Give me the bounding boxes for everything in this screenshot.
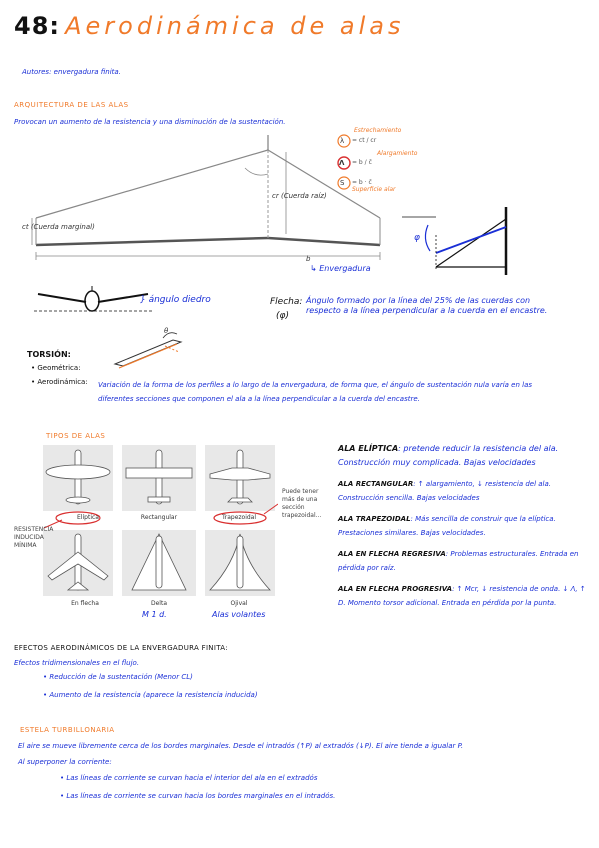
dihedral-diagram xyxy=(34,286,152,312)
Lambda-symbol: Λ xyxy=(339,159,345,167)
cuerda-raiz-label: cr (Cuerda raíz) xyxy=(272,192,327,201)
formula-3: = b · c̄ xyxy=(352,179,372,186)
lambda-symbol: λ xyxy=(340,137,345,145)
plane-label-rectangular: Rectangular xyxy=(140,514,178,521)
desc-rectangular-name: ALA RECTANGULAR xyxy=(338,480,414,488)
plane-label-trapezoidal: Trapezoidal xyxy=(221,514,257,521)
twist-diagram xyxy=(113,332,183,369)
flecha-symbol: (φ) xyxy=(276,311,289,321)
b-symbol: b xyxy=(306,255,311,263)
cr-symbol: cr xyxy=(272,192,279,200)
desc-eliptica-text: : pretende reducir la resistencia del al… xyxy=(338,444,559,467)
estela-heading: ESTELA TURBILLONARIA xyxy=(20,726,115,734)
S-symbol: S xyxy=(340,179,345,187)
plane-label-eliptica: Elíptica xyxy=(77,514,99,521)
alargamiento-label: Alargamiento xyxy=(377,150,418,157)
envergadura-label: ↳ Envergadura xyxy=(310,264,371,273)
plane-label-ojival: Ojival xyxy=(230,600,248,607)
phi-symbol: φ xyxy=(414,233,420,243)
cuerda-raiz-text: (Cuerda raíz) xyxy=(280,192,327,200)
ct-symbol: ct xyxy=(22,223,29,231)
torsion-heading: TORSIÓN: xyxy=(27,350,71,359)
estela-line-1: El aire se mueve libremente cerca de los… xyxy=(18,742,464,750)
flecha-label: Flecha: xyxy=(270,297,303,307)
title-number: 48: xyxy=(14,12,60,40)
arquitectura-heading: ARQUITECTURA DE LAS ALAS xyxy=(14,101,129,109)
torsion-aerodinamica-label: • Aerodinámica: xyxy=(31,378,88,386)
superficie-label: Superficie alar xyxy=(352,186,396,193)
md-label: M 1 d. xyxy=(142,610,167,619)
desc-eliptica: ALA ELÍPTICA: pretende reducir la resist… xyxy=(338,442,588,470)
estela-line-2: Al superponer la corriente: xyxy=(18,758,112,766)
wing-descriptions: ALA ELÍPTICA: pretende reducir la resist… xyxy=(338,442,588,610)
desc-flecha-progresiva-text: : ↑ Mcr, ↓ resistencia de onda. ↓ Λ, ↑ D… xyxy=(338,585,586,607)
formula-2: = b / c̄ xyxy=(352,159,372,166)
formula-circles xyxy=(337,134,351,190)
desc-flecha-progresiva-name: ALA EN FLECHA PROGRESIVA xyxy=(338,585,453,593)
theta-symbol: θ xyxy=(164,327,169,335)
resistencia-note: RESISTENCIA INDUCIDA MÍNIMA xyxy=(14,526,54,549)
trapezoidal-note: Puede tener más de una sección trapezoid… xyxy=(282,488,322,519)
desc-flecha-regresiva: ALA EN FLECHA REGRESIVA: Problemas estru… xyxy=(338,547,588,575)
arquitectura-intro: Provocan un aumento de la resistencia y … xyxy=(14,118,286,126)
desc-flecha-progresiva: ALA EN FLECHA PROGRESIVA: ↑ Mcr, ↓ resis… xyxy=(338,582,588,610)
efectos-sub: Efectos tridimensionales en el flujo. xyxy=(14,659,140,667)
formula-1: = ct / cr xyxy=(352,137,377,144)
desc-flecha-regresiva-text: : Problemas estructurales. Entrada en pé… xyxy=(338,550,579,572)
alas-volantes-label: Alas volantes xyxy=(212,610,266,619)
autores-note: Autores: envergadura finita. xyxy=(22,68,121,76)
desc-trapezoidal-name: ALA TRAPEZOIDAL xyxy=(338,515,411,523)
flecha-text: Ángulo formado por la línea del 25% de l… xyxy=(306,296,548,315)
torsion-aerodinamica-text: Variación de la forma de los perfiles a … xyxy=(98,381,533,403)
efectos-item-1: • Reducción de la sustentación (Menor CL… xyxy=(43,673,193,681)
plane-label-delta: Delta xyxy=(150,600,167,607)
torsion-geometrica: • Geométrica: xyxy=(31,364,81,372)
efectos-heading: EFECTOS AERODINÁMICOS DE LA ENVERGADURA … xyxy=(14,644,228,652)
cuerda-marginal-text: (Cuerda marginal) xyxy=(30,223,95,231)
desc-trapezoidal-text: : Más sencilla de construir que la elípt… xyxy=(338,515,556,537)
diedro-label: } ángulo diedro xyxy=(140,295,211,305)
desc-rectangular-text: : ↑ alargamiento, ↓ resistencia del ala.… xyxy=(338,480,552,502)
efectos-item-2: • Aumento de la resistencia (aparece la … xyxy=(43,691,258,699)
wing-types-figure xyxy=(43,445,278,596)
desc-trapezoidal: ALA TRAPEZOIDAL: Más sencilla de constru… xyxy=(338,512,588,540)
estela-item-2: • Las líneas de corriente se curvan haci… xyxy=(60,792,336,800)
desc-rectangular: ALA RECTANGULAR: ↑ alargamiento, ↓ resis… xyxy=(338,477,588,505)
title-text: Aerodinámica de alas xyxy=(65,12,405,40)
cuerda-marginal-label: ct (Cuerda marginal) xyxy=(22,223,95,232)
sweep-angle-diagram xyxy=(402,207,508,275)
estrechamiento-label: Estrechamiento xyxy=(354,127,402,134)
desc-eliptica-name: ALA ELÍPTICA xyxy=(338,444,399,453)
estela-item-1: • Las líneas de corriente se curvan haci… xyxy=(60,774,318,782)
page-title: 48: Aerodinámica de alas xyxy=(14,12,404,40)
wing-planform-diagram xyxy=(31,135,381,260)
tipos-heading: TIPOS DE ALAS xyxy=(46,432,106,440)
desc-flecha-regresiva-name: ALA EN FLECHA REGRESIVA xyxy=(338,550,446,558)
plane-label-flecha: En flecha xyxy=(71,600,99,607)
